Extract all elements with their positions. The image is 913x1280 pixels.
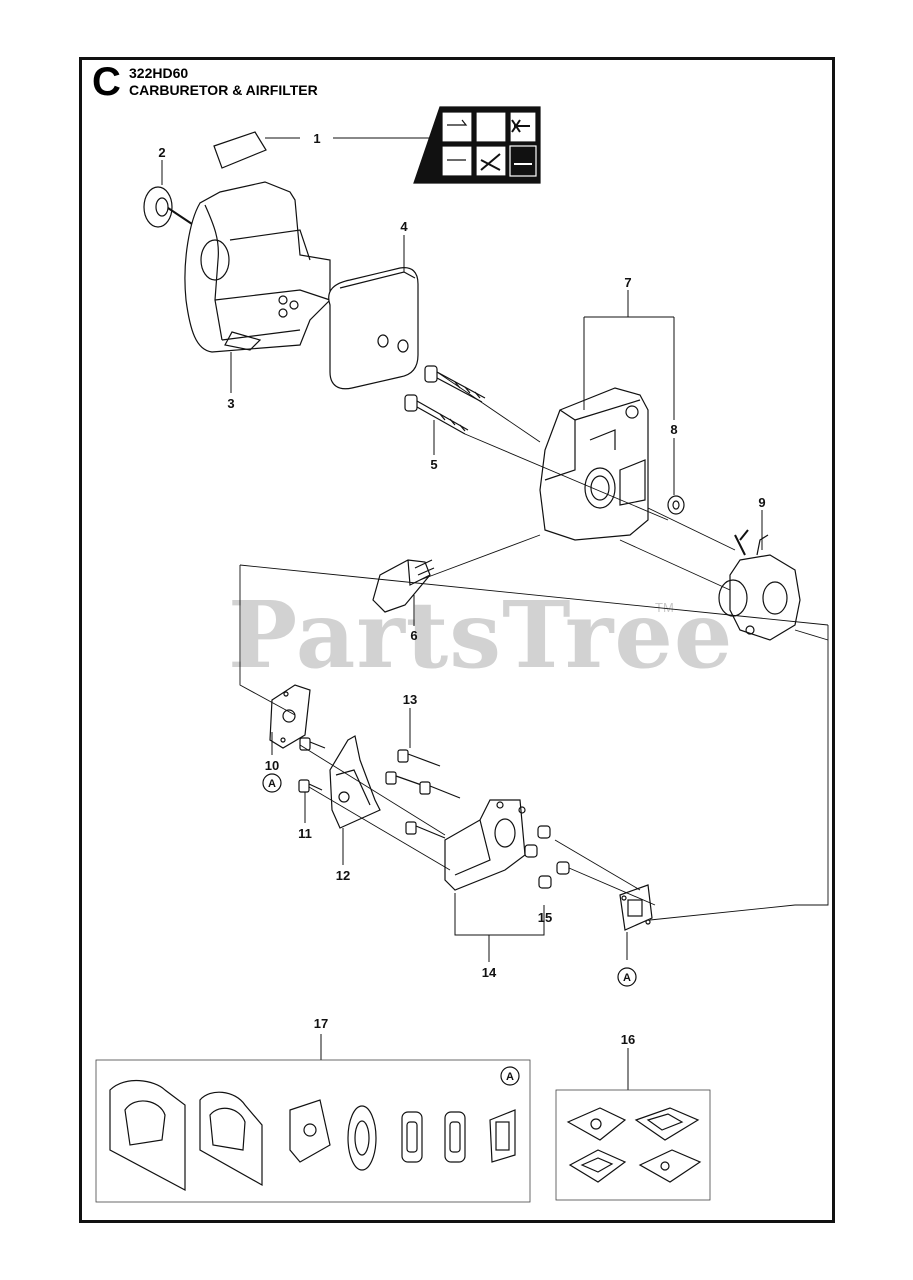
screw-13-a[interactable] bbox=[397, 749, 441, 767]
decal-piece[interactable] bbox=[213, 131, 267, 169]
adapter-block[interactable] bbox=[444, 799, 526, 891]
callout-13[interactable]: 13 bbox=[403, 692, 417, 707]
callout-3[interactable]: 3 bbox=[227, 396, 234, 411]
housing-nut[interactable] bbox=[667, 495, 685, 515]
callout-6[interactable]: 6 bbox=[410, 628, 417, 643]
spacer-d[interactable] bbox=[538, 875, 552, 889]
gasket-10[interactable] bbox=[269, 684, 311, 749]
callout-16[interactable]: 16 bbox=[621, 1032, 635, 1047]
model-number: 322HD60 bbox=[129, 65, 189, 81]
callout-7[interactable]: 7 bbox=[624, 275, 631, 290]
ref-marker-a-kit bbox=[500, 1066, 520, 1086]
callout-5[interactable]: 5 bbox=[430, 457, 437, 472]
screw-13-d[interactable] bbox=[405, 821, 446, 839]
air-filter[interactable] bbox=[328, 267, 419, 390]
carburetor[interactable] bbox=[718, 529, 801, 641]
assembly-lines bbox=[239, 371, 829, 921]
callout-15[interactable]: 15 bbox=[538, 910, 552, 925]
screw-11-lower[interactable] bbox=[298, 779, 323, 793]
section-letter: C bbox=[92, 60, 121, 104]
instruction-decal[interactable] bbox=[413, 106, 541, 184]
gasket-kit-17[interactable] bbox=[95, 1059, 531, 1203]
callout-1[interactable]: 1 bbox=[313, 131, 320, 146]
bracket-12[interactable] bbox=[329, 735, 381, 829]
callout-8[interactable]: 8 bbox=[670, 422, 677, 437]
long-screw-upper[interactable] bbox=[424, 365, 486, 403]
ref-marker-a-left bbox=[262, 773, 282, 793]
spacer-a[interactable] bbox=[537, 825, 551, 839]
diagram-frame bbox=[79, 57, 835, 1223]
spacer-c[interactable] bbox=[556, 861, 570, 875]
leader-lines bbox=[161, 137, 763, 1090]
callout-4[interactable]: 4 bbox=[400, 219, 408, 234]
diaphragm-kit-16[interactable] bbox=[555, 1089, 711, 1201]
callout-10[interactable]: 10 bbox=[265, 758, 279, 773]
spacer-b[interactable] bbox=[524, 844, 538, 858]
ref-label-a-right: A bbox=[623, 972, 631, 984]
intake-grommet[interactable] bbox=[372, 559, 435, 613]
callout-14[interactable]: 14 bbox=[482, 965, 497, 980]
callout-2[interactable]: 2 bbox=[158, 145, 165, 160]
ref-label-a-left: A bbox=[268, 778, 276, 790]
callout-12[interactable]: 12 bbox=[336, 868, 350, 883]
callout-11[interactable]: 11 bbox=[298, 826, 312, 841]
diagram-title: CARBURETOR & AIRFILTER bbox=[129, 82, 318, 98]
screw-11-upper[interactable] bbox=[299, 737, 326, 751]
callout-9[interactable]: 9 bbox=[758, 495, 765, 510]
ref-marker-a-right bbox=[617, 967, 637, 987]
cover-knob[interactable] bbox=[143, 186, 196, 228]
watermark-tm: TM bbox=[655, 600, 674, 615]
gasket-a-right[interactable] bbox=[619, 884, 653, 931]
ref-label-a-kit: A bbox=[506, 1071, 514, 1083]
carburetor-housing[interactable] bbox=[539, 387, 649, 541]
air-filter-cover[interactable] bbox=[184, 181, 331, 353]
long-screw-lower[interactable] bbox=[404, 394, 469, 435]
callout-17[interactable]: 17 bbox=[314, 1016, 328, 1031]
screw-13-c[interactable] bbox=[419, 781, 461, 799]
watermark: PartsTree bbox=[228, 581, 734, 689]
